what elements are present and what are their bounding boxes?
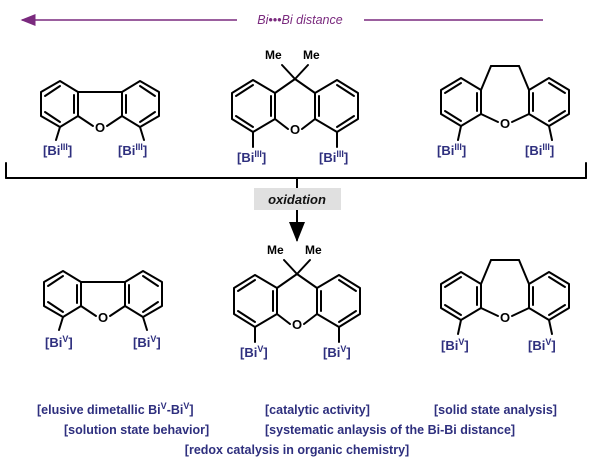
oxygen-label: O (500, 116, 510, 131)
oxygen-label: O (500, 310, 510, 325)
dibenzofuran-bi-v: O (43, 270, 163, 331)
methyl-label: Me (265, 48, 282, 62)
bi-v-label: [BiV] (441, 337, 469, 353)
bi-v-label: [BiV] (528, 337, 556, 353)
keyword-dimetallic: [elusive dimetallic BiV-BiV] (37, 401, 194, 417)
bi-iii-label: [BiIII] (319, 149, 348, 165)
bi-v-label: [BiV] (323, 344, 351, 360)
keyword-solid-state: [solid state analysis] (434, 403, 557, 417)
oxidation-label: oxidation (268, 192, 326, 207)
keyword-redox: [redox catalysis in organic chemistry] (185, 443, 409, 457)
bi-iii-label: [BiIII] (118, 142, 147, 158)
bi-v-label: [BiV] (45, 334, 73, 350)
keyword-distance-analysis: [systematic anlaysis of the Bi-Bi distan… (265, 423, 515, 437)
bi-v-label: [BiV] (133, 334, 161, 350)
methyl-label: Me (305, 243, 322, 257)
methyl-label: Me (303, 48, 320, 62)
dibenzoxepine-bi-iii: O (440, 65, 570, 141)
xanthene-bi-iii: O Me Me (231, 48, 359, 148)
distance-arrow: Bi•••Bi distance (20, 13, 543, 27)
bi-iii-label: [BiIII] (437, 142, 466, 158)
oxygen-label: O (290, 122, 300, 137)
oxidation-box (254, 188, 341, 210)
oxygen-label: O (98, 310, 108, 325)
bi-iii-label: [BiIII] (525, 142, 554, 158)
bi-iii-label: [BiIII] (43, 142, 72, 158)
dibenzofuran-bi-iii: O (40, 80, 160, 141)
bi-iii-label: [BiIII] (237, 149, 266, 165)
dibenzoxepine-bi-v: O (440, 259, 570, 335)
keywords: [elusive dimetallic BiV-BiV] [catalytic … (37, 401, 557, 457)
oxygen-label: O (292, 317, 302, 332)
keyword-solution-state: [solution state behavior] (64, 423, 209, 437)
oxygen-label: O (95, 120, 105, 135)
bi-v-label: [BiV] (240, 344, 268, 360)
xanthene-bi-v: O Me Me (233, 243, 361, 343)
keyword-catalytic: [catalytic activity] (265, 403, 370, 417)
distance-label: Bi•••Bi distance (257, 13, 342, 27)
methyl-label: Me (267, 243, 284, 257)
oxidation-step: oxidation (254, 188, 341, 210)
